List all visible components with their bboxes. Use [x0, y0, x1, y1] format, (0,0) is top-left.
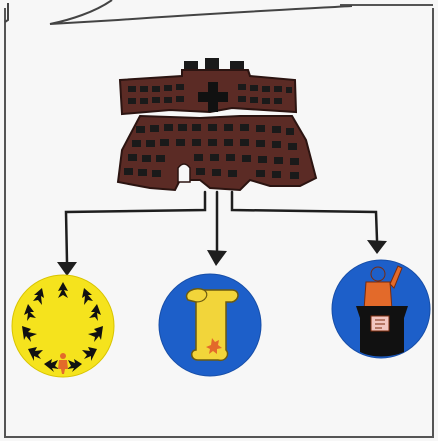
speaker-podium-icon — [332, 260, 430, 358]
people-circle-icon — [12, 275, 114, 377]
constitution-scroll-icon — [159, 274, 261, 376]
